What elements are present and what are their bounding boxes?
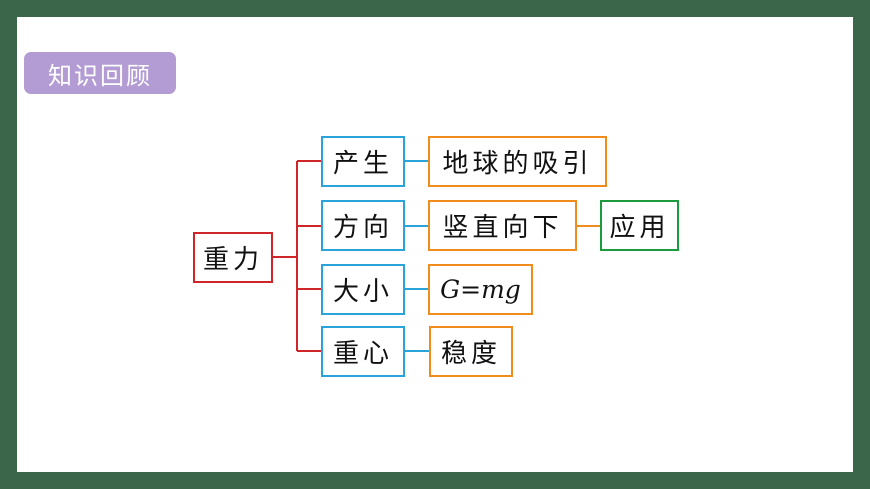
value-node-formula: G=mg (428, 264, 533, 315)
extra-node-application: 应用 (600, 200, 679, 251)
value-node-direction: 竖直向下 (428, 200, 577, 251)
section-tag: 知识回顾 (24, 52, 176, 94)
branch-node-direction: 方向 (321, 200, 405, 251)
value-node-origin: 地球的吸引 (428, 136, 607, 187)
branch-node-center: 重心 (321, 326, 405, 377)
root-node: 重力 (193, 232, 273, 283)
branch-node-origin: 产生 (321, 136, 405, 187)
connector-lines (273, 160, 601, 352)
slide: 知识回顾 重力 产生 方向 大小 重心 地球的吸引 竖直向下 G=mg 稳度 应… (17, 17, 853, 472)
value-node-stability: 稳度 (429, 326, 513, 377)
branch-node-magnitude: 大小 (321, 264, 405, 315)
